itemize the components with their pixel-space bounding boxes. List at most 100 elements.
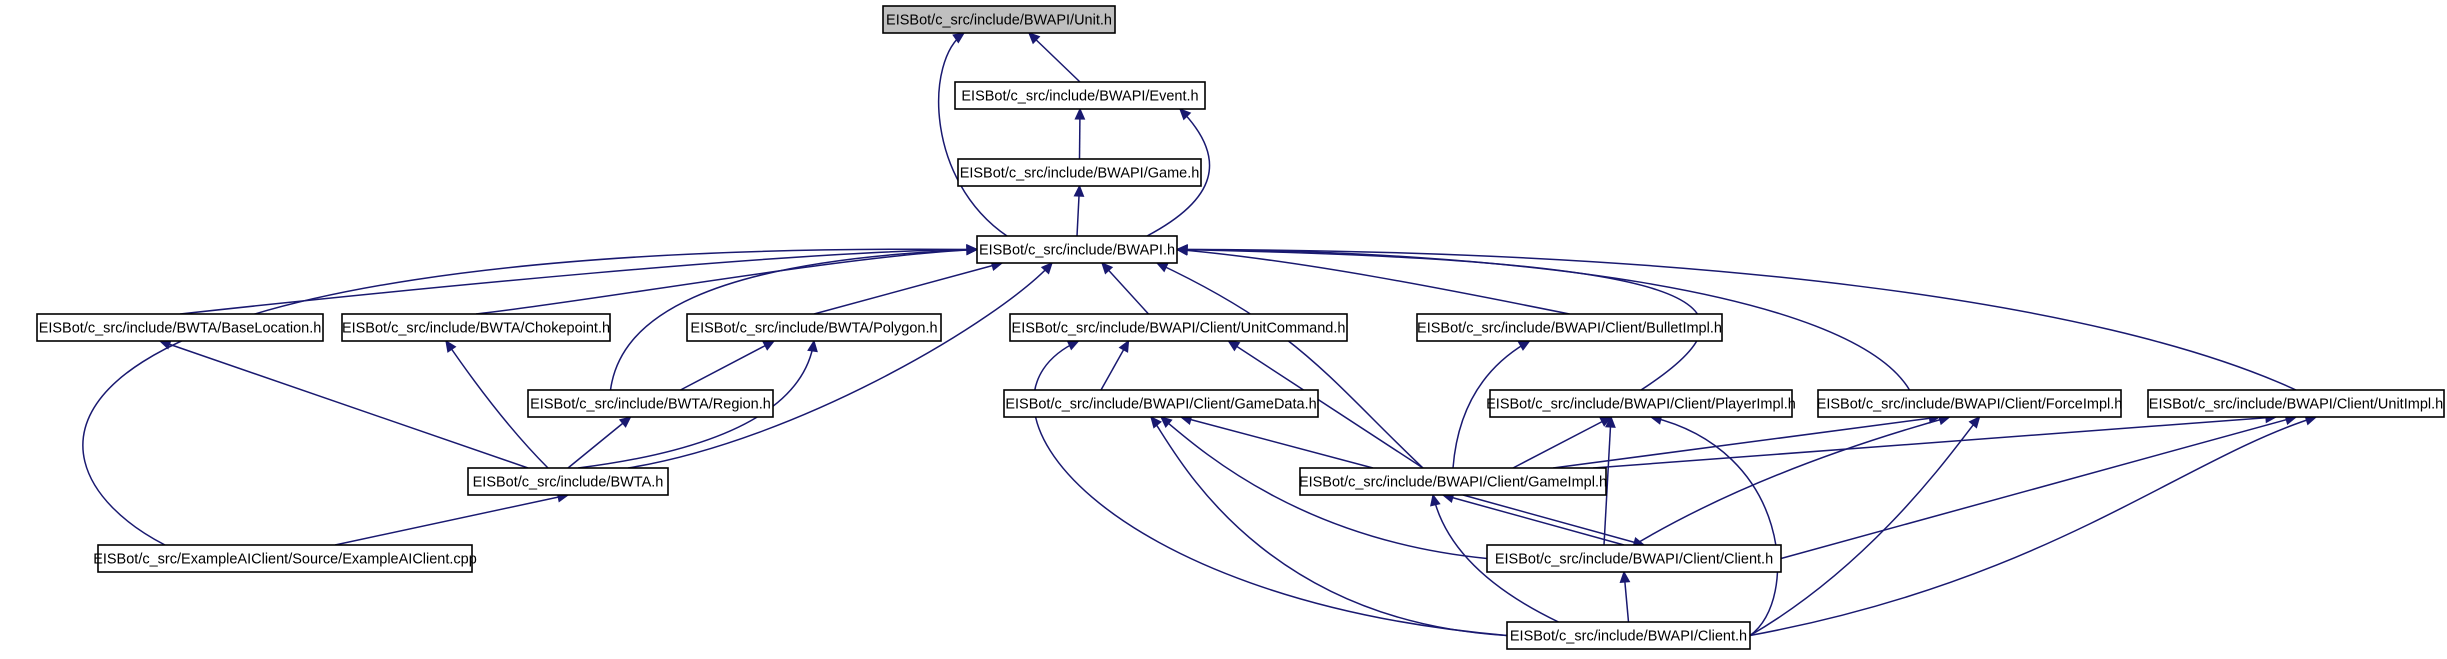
node-event[interactable]: EISBot/c_src/include/BWAPI/Event.h (954, 81, 1206, 110)
node-gamedata[interactable]: EISBot/c_src/include/BWAPI/Client/GameDa… (1003, 389, 1319, 418)
node-box[interactable] (976, 235, 1178, 264)
node-box[interactable] (954, 81, 1206, 110)
arrow-head (1178, 107, 1192, 121)
node-box[interactable] (1817, 389, 2122, 418)
node-box[interactable] (957, 158, 1202, 187)
edge-bwapi-to-event (1146, 107, 1211, 237)
node-label: EISBot/c_src/include/BWAPI/Client/Bullet… (1417, 321, 1722, 337)
edge-gameimpl-to-player (1512, 416, 1613, 469)
edge-clientclient-to-gamedata (1159, 416, 1488, 560)
node-player[interactable]: EISBot/c_src/include/BWAPI/Client/Player… (1486, 389, 1796, 418)
node-box[interactable] (1506, 621, 1751, 650)
edge-line (1180, 416, 1374, 469)
edge-line (475, 248, 978, 315)
edge-region-to-bwapi (609, 244, 979, 391)
node-gameimpl[interactable]: EISBot/c_src/include/BWAPI/Client/GameIm… (1299, 467, 1607, 496)
edge-polygon-to-bwapi (813, 260, 1004, 315)
edge-line (1650, 416, 1779, 637)
node-box[interactable] (36, 313, 324, 342)
node-box[interactable] (1486, 544, 1782, 573)
node-box[interactable] (341, 313, 611, 342)
edge-line (1101, 262, 1150, 315)
node-client[interactable]: EISBot/c_src/include/BWAPI/Client.h (1506, 621, 1751, 650)
node-unit[interactable]: EISBot/c_src/include/BWAPI/Unit.h (882, 5, 1116, 34)
node-box[interactable] (686, 313, 942, 342)
node-region[interactable]: EISBot/c_src/include/BWTA/Region.h (527, 389, 774, 418)
node-force[interactable]: EISBot/c_src/include/BWAPI/Client/ForceI… (1817, 389, 2123, 418)
arrow-head (618, 416, 632, 428)
node-bullet[interactable]: EISBot/c_src/include/BWAPI/Client/Bullet… (1416, 313, 1723, 342)
node-box[interactable] (1009, 313, 1348, 342)
edge-line (1780, 416, 2297, 560)
edge-line (82, 248, 978, 546)
node-box[interactable] (1299, 467, 1607, 496)
node-choke[interactable]: EISBot/c_src/include/BWTA/Chokepoint.h (341, 313, 611, 342)
edge-line (179, 248, 978, 315)
node-label: EISBot/c_src/include/BWAPI/Client/UnitIm… (2149, 397, 2443, 413)
node-box[interactable] (1003, 389, 1319, 418)
node-label: EISBot/c_src/include/BWAPI/Client/Client… (1495, 552, 1773, 568)
edge-line (1028, 32, 1081, 83)
node-box[interactable] (1416, 313, 1723, 342)
node-example[interactable]: EISBot/c_src/ExampleAIClient/Source/Exam… (93, 544, 477, 573)
edge-client-to-force (1749, 415, 1981, 637)
arrow-head (1968, 415, 1981, 429)
node-label: EISBot/c_src/include/BWTA.h (473, 475, 664, 491)
node-label: EISBot/c_src/include/BWTA/BaseLocation.h (39, 321, 322, 337)
node-baseloc[interactable]: EISBot/c_src/include/BWTA/BaseLocation.h (36, 313, 324, 342)
node-box[interactable] (527, 389, 774, 418)
node-label: EISBot/c_src/include/BWTA/Chokepoint.h (342, 321, 610, 337)
node-clientclient[interactable]: EISBot/c_src/include/BWAPI/Client/Client… (1486, 544, 1782, 573)
arrow-head (1040, 261, 1053, 275)
edge-bwta-to-polygon (577, 339, 818, 469)
edges-layer (82, 31, 2318, 637)
edge-line (937, 32, 1008, 237)
arrow-head (1074, 107, 1086, 120)
edge-line (1176, 248, 2297, 391)
edge-gamedata-to-unitcommand (1100, 339, 1130, 391)
edge-client-to-unitimpl (1749, 415, 2318, 637)
edge-baseloc-to-bwapi (179, 244, 979, 315)
edge-client-to-clientclient (1619, 570, 1631, 623)
edge-line (1749, 416, 2317, 637)
edge-clientclient-to-gameimpl (1441, 492, 1625, 546)
edge-line (1146, 108, 1211, 237)
edge-event-to-unit (1027, 31, 1081, 83)
nodes-layer: EISBot/c_src/include/BWAPI/Unit.hEISBot/… (36, 5, 2445, 650)
node-box[interactable] (467, 467, 669, 496)
edge-line (1033, 340, 1508, 637)
edge-gameimpl-to-gamedata (1179, 414, 1374, 469)
node-box[interactable] (1489, 389, 1793, 418)
edge-line (567, 416, 631, 469)
node-label: EISBot/c_src/include/BWAPI/Event.h (961, 89, 1198, 105)
node-label: EISBot/c_src/include/BWAPI/Client/GameIm… (1299, 475, 1607, 491)
edge-line (609, 248, 978, 391)
edge-line (1176, 248, 1911, 391)
node-box[interactable] (882, 5, 1116, 34)
edge-game-to-event (1074, 107, 1086, 160)
edge-line (1150, 416, 1508, 637)
arrow-head (1101, 261, 1114, 275)
node-label: EISBot/c_src/include/BWAPI/Client/Player… (1486, 397, 1796, 413)
edge-region-to-polygon (680, 340, 776, 391)
node-box[interactable] (2147, 389, 2445, 418)
node-label: EISBot/c_src/include/BWAPI/Game.h (960, 166, 1200, 182)
node-label: EISBot/c_src/include/BWAPI/Client.h (1510, 629, 1747, 645)
node-bwapi[interactable]: EISBot/c_src/include/BWAPI.h (976, 235, 1178, 264)
node-unitcommand[interactable]: EISBot/c_src/include/BWAPI/Client/UnitCo… (1009, 313, 1348, 342)
node-unitimpl[interactable]: EISBot/c_src/include/BWAPI/Client/UnitIm… (2147, 389, 2445, 418)
edge-line (1228, 340, 1424, 469)
node-polygon[interactable]: EISBot/c_src/include/BWTA/Polygon.h (686, 313, 942, 342)
edge-bwta-to-region (567, 416, 632, 469)
node-label: EISBot/c_src/include/BWAPI/Unit.h (886, 13, 1112, 29)
node-label: EISBot/c_src/include/BWAPI/Client/UnitCo… (1012, 321, 1346, 337)
edge-bwapi-to-game (1073, 184, 1085, 237)
arrow-head (1118, 339, 1130, 353)
edge-line (627, 262, 1053, 469)
node-game[interactable]: EISBot/c_src/include/BWAPI/Game.h (957, 158, 1202, 187)
edge-bwta-to-baseloc (158, 339, 529, 469)
edge-line (1512, 416, 1612, 469)
node-box[interactable] (97, 544, 473, 573)
node-bwta[interactable]: EISBot/c_src/include/BWTA.h (467, 467, 669, 496)
